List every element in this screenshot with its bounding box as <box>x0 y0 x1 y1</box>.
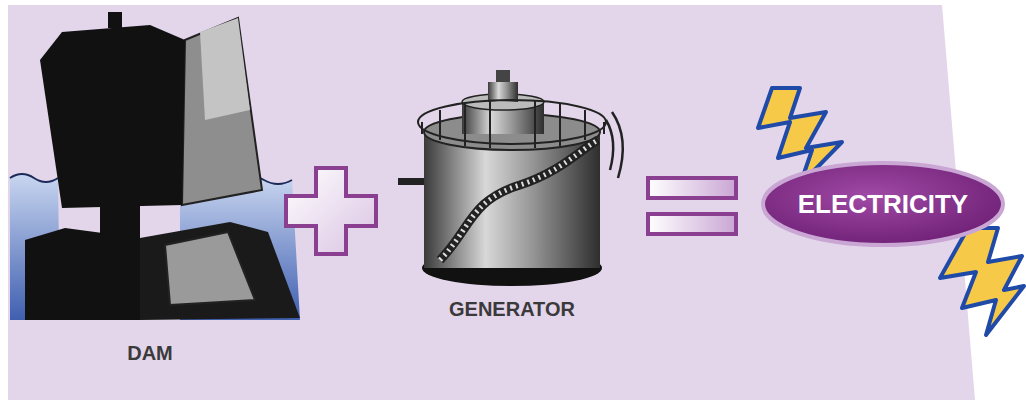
railing-posts <box>422 101 604 148</box>
wave-line <box>10 174 58 182</box>
node-title: ELECTRICITY <box>798 189 968 220</box>
generator-cable <box>606 120 613 170</box>
generator-pipe <box>398 178 428 185</box>
generator-railing <box>418 100 606 144</box>
dam-base <box>140 222 300 320</box>
dam-cap <box>108 12 122 28</box>
background-panel <box>8 5 975 400</box>
ellipse-shape <box>763 163 1003 245</box>
dam-base <box>25 228 140 320</box>
generator-steps <box>440 140 598 260</box>
part-label: GENERATOR <box>449 298 575 321</box>
dam-tower <box>40 25 185 208</box>
equals-bar <box>648 178 736 198</box>
plus-sign <box>286 168 376 254</box>
dam-face-light <box>200 18 250 120</box>
equals-bar <box>648 214 736 234</box>
dam-face <box>182 18 262 205</box>
dam-base-face <box>165 232 255 305</box>
lightning-bolt <box>940 228 1024 335</box>
generator-cable <box>612 112 623 178</box>
part-label: DAM <box>127 342 173 365</box>
generator-body <box>424 132 600 268</box>
generator-stairs <box>440 140 598 260</box>
generator-cap <box>488 82 518 102</box>
ellipse-node: ELECTRICITY <box>760 160 1006 248</box>
generator-knob <box>496 70 510 82</box>
